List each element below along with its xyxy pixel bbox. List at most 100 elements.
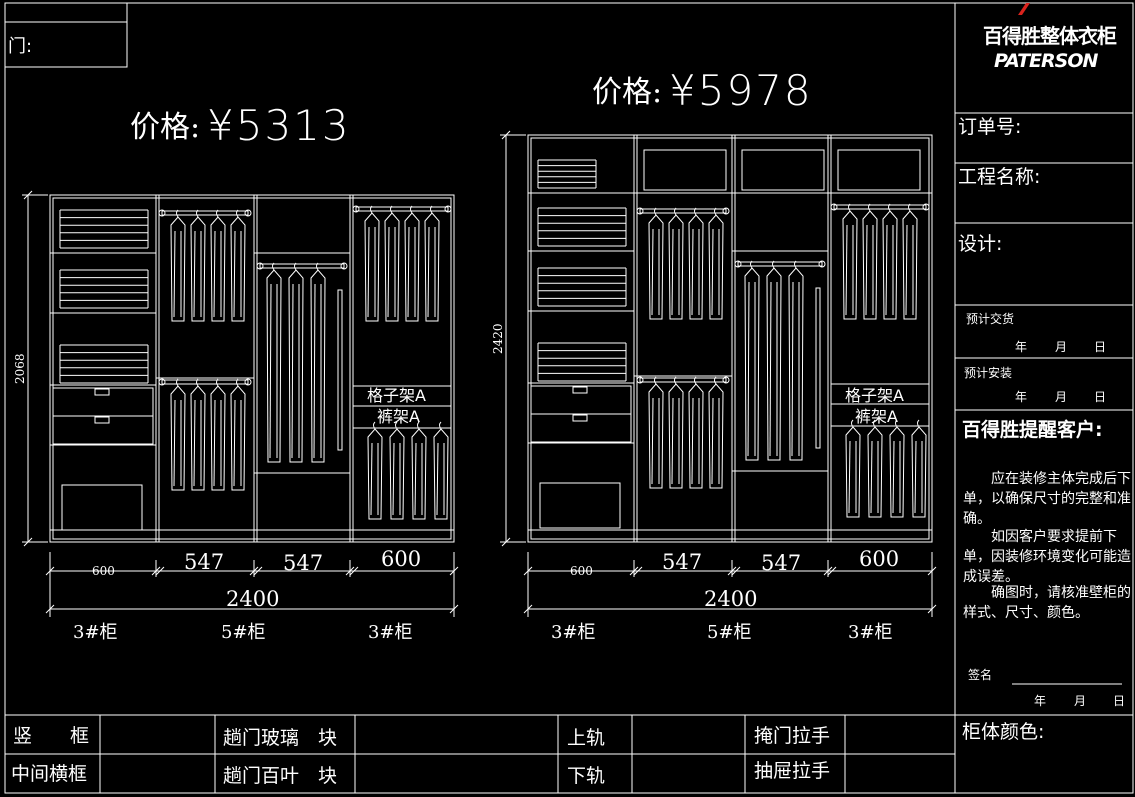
hanger — [170, 378, 186, 491]
brand-name-cn: 百得胜整体衣柜 — [983, 24, 1117, 48]
delivery-year: 年 — [1015, 340, 1028, 354]
top-box-3 — [837, 149, 921, 191]
hanger — [384, 205, 400, 322]
cabinet-color-label: 柜体颜色: — [962, 721, 1045, 743]
trouser-rack-3 — [537, 342, 627, 382]
left-price-label: 价格: — [130, 110, 201, 145]
reminder-title: 百得胜提醒客户: — [962, 419, 1103, 441]
designer-label: 设计: — [958, 233, 1003, 255]
pants-hanger — [867, 419, 883, 518]
install-month: 月 — [1055, 390, 1068, 404]
drawing-frame — [4, 2, 1134, 794]
delivery-month: 月 — [1055, 340, 1068, 354]
long-hanger — [788, 260, 804, 461]
install-day: 日 — [1094, 390, 1107, 404]
hanger — [230, 378, 246, 491]
hanger — [210, 209, 226, 322]
left-width-dim-4: 600 — [381, 547, 422, 571]
left-width-dim-3: 547 — [283, 551, 324, 575]
top-shelf-rack — [537, 159, 597, 189]
hanger — [364, 205, 380, 322]
long-hanger — [288, 262, 304, 463]
rod-upper-right — [355, 206, 449, 212]
wardrobe-outer-frame — [527, 134, 933, 543]
top-box-1 — [643, 149, 727, 191]
hanger — [708, 207, 724, 320]
pants-hanger — [433, 421, 449, 520]
right-cabinet-label-3: 3#柜 — [848, 622, 893, 643]
right-pants-label: 裤架A — [855, 407, 898, 426]
left-shelf-label: 格子架A — [367, 386, 426, 405]
wardrobe-outer-frame — [49, 194, 455, 543]
right-width-dim-3: 547 — [761, 551, 802, 575]
long-hanger — [766, 260, 782, 461]
brand-name-en: PATERSON — [994, 50, 1098, 72]
pants-hanger — [389, 421, 405, 520]
sign-day: 日 — [1113, 694, 1126, 708]
door-label: 门: — [8, 36, 33, 57]
drawer-1 — [52, 387, 154, 417]
wardrobe-inner-frame — [52, 197, 452, 540]
table-drawer-handle: 抽屉拉手 — [754, 760, 831, 782]
hanger — [688, 207, 704, 320]
hanger — [842, 203, 858, 320]
right-cabinet-label-2: 5#柜 — [707, 622, 752, 643]
drawer-handle-1 — [94, 388, 110, 396]
drawer-2 — [530, 413, 632, 443]
sign-month: 月 — [1074, 694, 1087, 708]
rod-upper — [161, 210, 249, 216]
right-height-dim: 2420 — [491, 323, 505, 354]
left-pants-label: 裤架A — [377, 407, 420, 426]
shoe-box — [61, 484, 143, 531]
outer-border — [4, 2, 1134, 794]
table-sliding-louver: 趟门百叶 块 — [223, 765, 338, 787]
top-box-2 — [741, 149, 825, 191]
expected-delivery-label: 预计交货 — [966, 312, 1015, 326]
signature-label: 签名 — [968, 668, 993, 682]
rod-long — [259, 263, 345, 269]
wardrobe-left-drawing — [22, 190, 459, 617]
hanger — [210, 378, 226, 491]
trouser-rack-3 — [59, 344, 149, 384]
table-vertical-frame: 竖 框 — [13, 725, 90, 747]
hanger — [648, 207, 664, 320]
trouser-rack-2 — [537, 267, 627, 307]
sign-year: 年 — [1034, 694, 1047, 708]
drawer-1 — [530, 385, 632, 415]
expected-install-label: 预计安装 — [964, 366, 1013, 380]
drawer-handle-2 — [94, 416, 110, 424]
long-hanger — [744, 260, 760, 461]
rod-lower — [639, 377, 727, 383]
hanger — [668, 376, 684, 489]
hanger — [404, 205, 420, 322]
hanger — [190, 378, 206, 491]
right-price-value: ¥5978 — [669, 66, 813, 115]
right-shelf-label: 格子架A — [845, 386, 904, 405]
rod-long — [737, 261, 823, 267]
rod-upper — [639, 208, 727, 214]
rod-lower — [161, 379, 249, 385]
hanger — [668, 207, 684, 320]
table-lower-rail: 下轨 — [567, 765, 606, 787]
left-width-dim-1: 600 — [92, 564, 115, 578]
table-sliding-glass: 趟门玻璃 块 — [223, 727, 338, 749]
order-number-label: 订单号: — [958, 116, 1022, 138]
reminder-line-1: 应在装修主体完成后下单，以确保尺寸的完整和准确。 — [963, 471, 1131, 527]
pants-hanger — [911, 419, 927, 518]
hanger — [170, 209, 186, 322]
trouser-rack-1 — [59, 209, 149, 249]
hanger — [902, 203, 918, 320]
table-middle-frame: 中间横框 — [11, 763, 88, 785]
project-name-label: 工程名称: — [958, 166, 1041, 188]
hanger — [882, 203, 898, 320]
hanger — [230, 209, 246, 322]
pants-hanger — [411, 421, 427, 520]
trouser-rack-2 — [59, 269, 149, 309]
reminder-line-3: 确图时，请核准壁柜的样式、尺寸、颜色。 — [963, 585, 1131, 621]
install-year: 年 — [1015, 390, 1028, 404]
pants-rack — [352, 405, 452, 429]
left-cabinet-label-2: 5#柜 — [221, 622, 266, 643]
right-width-dim-2: 547 — [662, 550, 703, 574]
hanger — [424, 205, 440, 322]
left-width-dim-2: 547 — [184, 550, 225, 574]
